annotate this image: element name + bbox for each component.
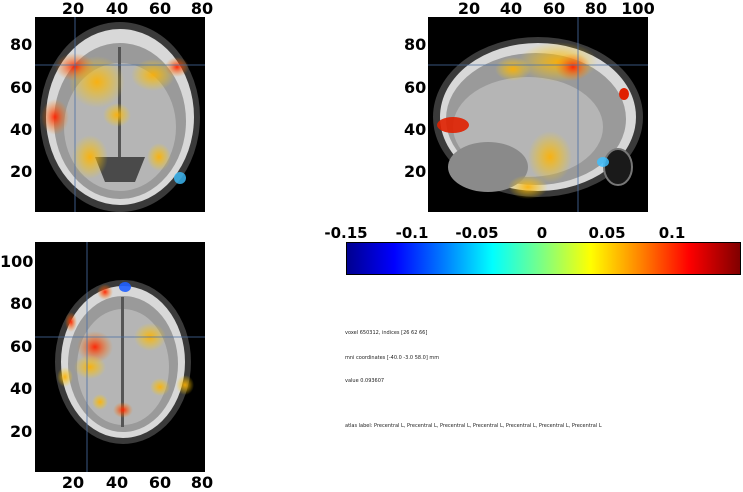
tick-label: 80 (10, 294, 33, 313)
voxel-info: voxel 650312, indices [26 62 66] (345, 330, 428, 336)
tick-label: 40 (404, 120, 427, 139)
tick-label: 40 (105, 0, 129, 18)
tick-label: 60 (148, 0, 172, 18)
tick-label: 40 (499, 0, 523, 18)
colorbar-tick-label: -0.15 (324, 224, 368, 242)
tick-label: 60 (10, 78, 33, 97)
tick-label: 60 (404, 78, 427, 97)
colorbar-tick-label: -0.05 (455, 224, 499, 242)
tick-label: 80 (190, 0, 214, 18)
voxel-value: value 0.093607 (345, 378, 385, 384)
tick-label: 80 (190, 473, 214, 492)
axial-view[interactable] (35, 242, 205, 472)
colorbar-tick-label: 0.1 (658, 224, 686, 242)
tick-label: 100 (0, 252, 34, 271)
tick-label: 60 (148, 473, 172, 492)
tick-label: 60 (10, 337, 33, 356)
sagittal-view[interactable] (428, 17, 648, 212)
atlas-label: atlas label: Precentral L, Precentral L,… (345, 423, 602, 429)
mni-coordinates: mni coordinates [-40.0 -3.0 58.0] mm (345, 355, 440, 361)
tick-label: 40 (10, 120, 33, 139)
tick-label: 80 (584, 0, 608, 18)
tick-label: 20 (404, 162, 427, 181)
tick-label: 20 (61, 473, 85, 492)
colorbar-tick-label: 0 (536, 224, 548, 242)
tick-label: 20 (10, 162, 33, 181)
tick-label: 80 (10, 35, 33, 54)
tick-label: 80 (404, 35, 427, 54)
tick-label: 60 (542, 0, 566, 18)
tick-label: 40 (105, 473, 129, 492)
tick-label: 20 (10, 422, 33, 441)
tick-label: 20 (457, 0, 481, 18)
colorbar-tick-label: 0.05 (588, 224, 626, 242)
tick-label: 20 (61, 0, 85, 18)
tick-label: 100 (621, 0, 655, 18)
tick-label: 40 (10, 379, 33, 398)
coronal-view[interactable] (35, 17, 205, 212)
colorbar (346, 242, 741, 275)
colorbar-tick-label: -0.1 (395, 224, 429, 242)
